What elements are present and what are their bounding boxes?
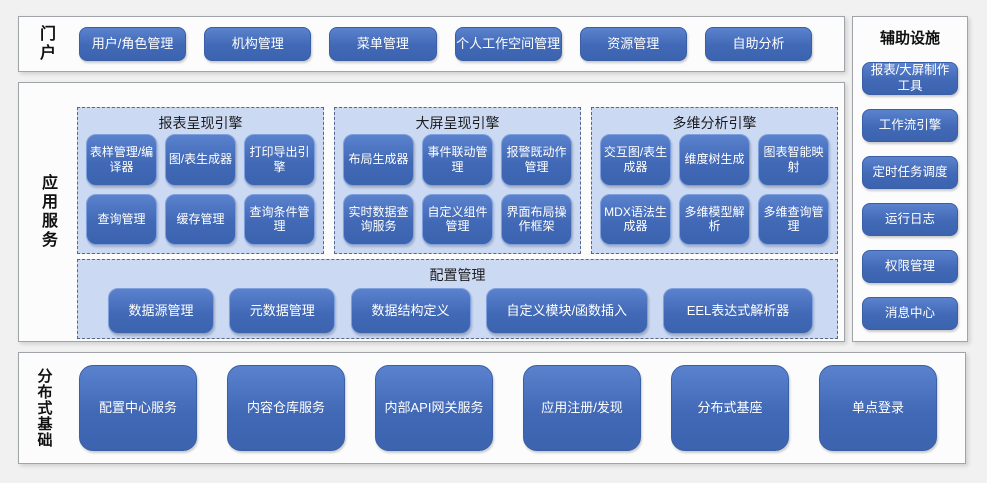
dashboard-engine-item-layout-generator[interactable]: 布局生成器 xyxy=(343,134,414,186)
olap-engine-item-query-mgmt[interactable]: 多维查询管理 xyxy=(758,193,829,245)
dist-item-sso[interactable]: 单点登录 xyxy=(819,365,937,451)
report-engine-item-query-mgmt[interactable]: 查询管理 xyxy=(86,193,157,245)
report-engine-item-query-condition-mgmt[interactable]: 查询条件管理 xyxy=(244,193,315,245)
report-engine-panel: 报表呈现引擎 表样管理/编译器 图/表生成器 打印导出引擎 查询管理 缓存管理 … xyxy=(77,107,324,254)
dist-item-config-center[interactable]: 配置中心服务 xyxy=(79,365,197,451)
aux-item-permission-mgmt[interactable]: 权限管理 xyxy=(862,250,958,283)
aux-item-workflow-engine[interactable]: 工作流引擎 xyxy=(862,109,958,142)
dashboard-engine-item-alarm-action[interactable]: 报警既动作管理 xyxy=(501,134,572,186)
olap-engine-item-interactive-chart[interactable]: 交互图/表生成器 xyxy=(600,134,671,186)
distributed-base-label: 分布式基础 xyxy=(35,368,53,448)
report-engine-item-template-compiler[interactable]: 表样管理/编译器 xyxy=(86,134,157,186)
olap-engine-item-smart-mapping[interactable]: 图表智能映射 xyxy=(758,134,829,186)
config-mgmt-panel: 配置管理 数据源管理 元数据管理 数据结构定义 自定义模块/函数插入 EEL表达… xyxy=(77,259,838,339)
config-mgmt-title: 配置管理 xyxy=(429,267,486,283)
dashboard-engine-item-custom-component[interactable]: 自定义组件管理 xyxy=(422,193,493,245)
dist-item-distributed-base[interactable]: 分布式基座 xyxy=(671,365,789,451)
portal-item-user-role-mgmt[interactable]: 用户/角色管理 xyxy=(79,27,187,61)
aux-item-message-center[interactable]: 消息中心 xyxy=(862,297,958,330)
engines-row: 报表呈现引擎 表样管理/编译器 图/表生成器 打印导出引擎 查询管理 缓存管理 … xyxy=(77,107,838,254)
application-services-label: 应用服务 xyxy=(39,174,56,250)
portal-item-menu-mgmt[interactable]: 菜单管理 xyxy=(329,27,437,61)
olap-engine-item-model-parsing[interactable]: 多维模型解析 xyxy=(679,193,750,245)
report-engine-item-cache-mgmt[interactable]: 缓存管理 xyxy=(165,193,236,245)
olap-engine-title: 多维分析引擎 xyxy=(672,115,757,131)
config-item-metadata-mgmt[interactable]: 元数据管理 xyxy=(229,288,336,334)
config-item-data-structure[interactable]: 数据结构定义 xyxy=(350,288,471,334)
portal-item-workspace-mgmt[interactable]: 个人工作空间管理 xyxy=(454,27,562,61)
portal-item-self-analysis[interactable]: 自助分析 xyxy=(704,27,813,61)
portal-section: 门户 用户/角色管理 机构管理 菜单管理 个人工作空间管理 资源管理 自助分析 xyxy=(18,16,845,72)
portal-item-resource-mgmt[interactable]: 资源管理 xyxy=(579,27,687,61)
auxiliary-facilities-section: 辅助设施 报表/大屏制作工具 工作流引擎 定时任务调度 运行日志 权限管理 消息… xyxy=(852,16,968,342)
aux-item-report-dashboard-tools[interactable]: 报表/大屏制作工具 xyxy=(862,62,958,95)
dashboard-engine-item-ui-layout-framework[interactable]: 界面布局操作框架 xyxy=(501,193,572,245)
portal-section-label: 门户 xyxy=(37,25,54,63)
olap-engine-panel: 多维分析引擎 交互图/表生成器 维度树生成 图表智能映射 MDX语法生成器 多维… xyxy=(591,107,838,254)
aux-item-run-logs[interactable]: 运行日志 xyxy=(862,203,958,236)
report-engine-grid: 表样管理/编译器 图/表生成器 打印导出引擎 查询管理 缓存管理 查询条件管理 xyxy=(86,134,315,245)
application-services-section: 应用服务 报表呈现引擎 表样管理/编译器 图/表生成器 打印导出引擎 查询管理 … xyxy=(18,82,845,342)
report-engine-item-chart-generator[interactable]: 图/表生成器 xyxy=(165,134,236,186)
dashboard-engine-item-realtime-query[interactable]: 实时数据查询服务 xyxy=(343,193,414,245)
olap-engine-item-dimension-tree[interactable]: 维度树生成 xyxy=(679,134,750,186)
dashboard-engine-item-event-linkage[interactable]: 事件联动管理 xyxy=(422,134,493,186)
portal-item-org-mgmt[interactable]: 机构管理 xyxy=(204,27,312,61)
dist-item-app-registry-discovery[interactable]: 应用注册/发现 xyxy=(523,365,641,451)
dashboard-engine-panel: 大屏呈现引擎 布局生成器 事件联动管理 报警既动作管理 实时数据查询服务 自定义… xyxy=(334,107,581,254)
config-item-datasource-mgmt[interactable]: 数据源管理 xyxy=(108,288,214,334)
olap-engine-item-mdx-generator[interactable]: MDX语法生成器 xyxy=(600,193,671,245)
portal-button-row: 用户/角色管理 机构管理 菜单管理 个人工作空间管理 资源管理 自助分析 xyxy=(71,27,844,61)
dist-item-internal-api-gateway[interactable]: 内部API网关服务 xyxy=(375,365,493,451)
dashboard-engine-grid: 布局生成器 事件联动管理 报警既动作管理 实时数据查询服务 自定义组件管理 界面… xyxy=(343,134,572,245)
report-engine-item-print-export[interactable]: 打印导出引擎 xyxy=(244,134,315,186)
config-item-eel-expression-parser[interactable]: EEL表达式解析器 xyxy=(663,288,813,334)
distributed-base-row: 配置中心服务 内容仓库服务 内部API网关服务 应用注册/发现 分布式基座 单点… xyxy=(69,365,965,451)
olap-engine-grid: 交互图/表生成器 维度树生成 图表智能映射 MDX语法生成器 多维模型解析 多维… xyxy=(600,134,829,245)
report-engine-title: 报表呈现引擎 xyxy=(158,115,243,131)
config-mgmt-row: 数据源管理 元数据管理 数据结构定义 自定义模块/函数插入 EEL表达式解析器 xyxy=(86,286,829,336)
config-item-custom-module-function[interactable]: 自定义模块/函数插入 xyxy=(485,288,648,334)
auxiliary-facilities-title: 辅助设施 xyxy=(879,30,940,47)
distributed-base-section: 分布式基础 配置中心服务 内容仓库服务 内部API网关服务 应用注册/发现 分布… xyxy=(18,352,966,464)
dist-item-content-repo[interactable]: 内容仓库服务 xyxy=(227,365,345,451)
aux-item-scheduled-tasks[interactable]: 定时任务调度 xyxy=(862,156,958,189)
dashboard-engine-title: 大屏呈现引擎 xyxy=(415,115,500,131)
